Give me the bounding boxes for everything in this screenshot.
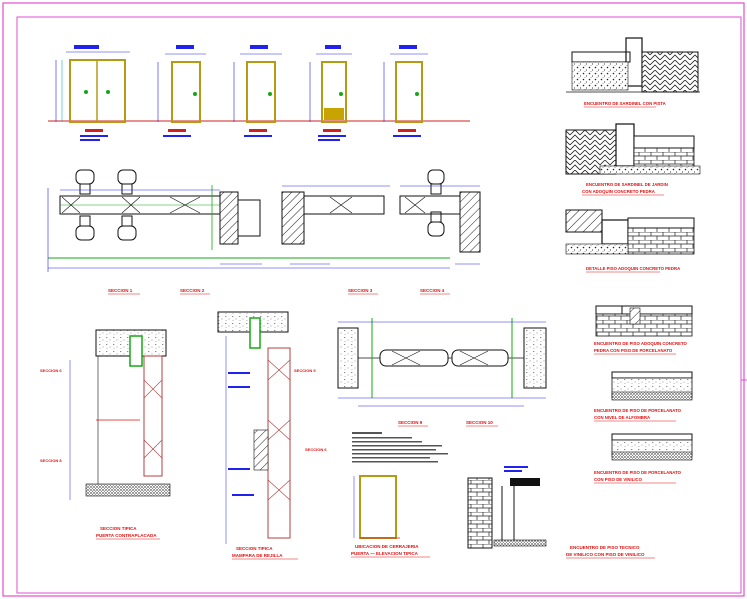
svg-text:ENCUENTRO DE SARDINEL DE JARDI: ENCUENTRO DE SARDINEL DE JARDIN (586, 182, 668, 187)
svg-text:CON ADOQUIN CONCRETO PEDRA: CON ADOQUIN CONCRETO PEDRA (582, 189, 655, 194)
typical-door-title: SECCION TIPICA PUERTA CONTRAPLACADA (96, 526, 160, 540)
door-elevation-1 (55, 45, 130, 123)
svg-text:PEDRA CON PISO DE PORCELANATO: PEDRA CON PISO DE PORCELANATO (594, 348, 673, 353)
svg-text:SECCION TIPICA: SECCION TIPICA (100, 526, 137, 531)
svg-text:DE VINILICO CON PISO DE VINILI: DE VINILICO CON PISO DE VINILICO (566, 552, 645, 557)
svg-text:PUERTA CONTRAPLACADA: PUERTA CONTRAPLACADA (96, 533, 157, 538)
detail-1: ENCUENTRO DE SARDINEL CON PISTA (566, 37, 700, 108)
lock-location-elevation: UBICACION DE CERRAJERIA PUERTA — ELEVACI… (351, 475, 430, 558)
svg-text:CON PISO DE VINILICO: CON PISO DE VINILICO (594, 477, 643, 482)
typical-door-section: SECCION 6 SECCION 8 SECCION TIPICA PUERT… (40, 329, 171, 540)
panel-section-6-label: SECCION 6 (305, 447, 327, 452)
svg-text:SECCION 6: SECCION 6 (305, 447, 327, 452)
typical-panel-title: SECCION TIPICA MAMPARA DE REJILLA (232, 546, 298, 560)
svg-text:SECCION 9: SECCION 9 (398, 420, 423, 425)
lock-location-title: UBICACION DE CERRAJERIA PUERTA — ELEVACI… (351, 544, 430, 558)
plan-sections-row: SECCION 1 SECCION 2 SECCION 3 SECCION 4 (47, 169, 481, 295)
svg-text:SECCION 2: SECCION 2 (180, 288, 205, 293)
svg-text:SECCION 5: SECCION 5 (294, 368, 316, 373)
sections-9-10: SECCION 9 SECCION 10 (337, 318, 547, 427)
section-label-2: SECCION 2 (180, 288, 210, 295)
section-9-label: SECCION 9 (398, 420, 428, 427)
detail-4: ENCUENTRO DE PISO ADOQUIN CONCRETO PEDRA… (594, 305, 693, 355)
door-handle-icons (75, 169, 445, 241)
typical-panel-section: SECCION 5 SECCION 6 SECCION TIPICA MAMPA… (217, 311, 327, 560)
technical-floor-title: ENCUENTRO DE PISO TECNICO DE VINILICO CO… (566, 545, 655, 559)
section-b-label: SECCION 8 (40, 458, 62, 463)
door-elevations (48, 45, 470, 141)
svg-text:SECCION 6: SECCION 6 (40, 368, 62, 373)
panel-section-5-label: SECCION 5 (294, 368, 316, 373)
svg-text:CON NIVEL DE ALFOMBRA: CON NIVEL DE ALFOMBRA (594, 415, 650, 420)
general-notes (352, 432, 448, 463)
section-label-1: SECCION 1 (108, 288, 140, 295)
door-elevation-3 (233, 45, 282, 123)
section-a-label: SECCION 6 (40, 368, 62, 373)
detail-2: ENCUENTRO DE SARDINEL DE JARDIN CON ADOQ… (565, 123, 701, 196)
svg-text:SECCION 4: SECCION 4 (420, 288, 445, 293)
svg-text:ENCUENTRO DE PISO DE PORCELANA: ENCUENTRO DE PISO DE PORCELANATO (594, 470, 682, 475)
sheet-border-inner (16, 16, 742, 594)
svg-text:MAMPARA DE REJILLA: MAMPARA DE REJILLA (232, 553, 283, 558)
door-elevation-2 (157, 45, 206, 123)
section-label-4: SECCION 4 (420, 288, 450, 295)
svg-text:SECCION TIPICA: SECCION TIPICA (236, 546, 273, 551)
svg-text:SECCION 8: SECCION 8 (40, 458, 62, 463)
section-10-label: SECCION 10 (466, 420, 498, 427)
door-elevation-4 (309, 45, 352, 123)
svg-text:UBICACION DE CERRAJERIA: UBICACION DE CERRAJERIA (355, 544, 419, 549)
technical-floor-detail: ENCUENTRO DE PISO TECNICO DE VINILICO CO… (467, 466, 655, 559)
svg-text:SECCION 1: SECCION 1 (108, 288, 133, 293)
svg-text:ENCUENTRO DE PISO DE PORCELANA: ENCUENTRO DE PISO DE PORCELANATO (594, 408, 682, 413)
detail-3: DETALLE PISO ADOQUIN CONCRETO PEDRA (565, 209, 695, 273)
svg-text:PUERTA — ELEVACION TIPICA: PUERTA — ELEVACION TIPICA (351, 551, 419, 556)
svg-text:ENCUENTRO DE PISO TECNICO: ENCUENTRO DE PISO TECNICO (570, 545, 640, 550)
svg-text:ENCUENTRO DE SARDINEL CON PIST: ENCUENTRO DE SARDINEL CON PISTA (584, 101, 666, 106)
svg-text:DETALLE PISO ADOQUIN CONCRETO: DETALLE PISO ADOQUIN CONCRETO PEDRA (586, 266, 680, 271)
section-label-3: SECCION 3 (348, 288, 378, 295)
detail-6: ENCUENTRO DE PISO DE PORCELANATO CON PIS… (594, 433, 693, 484)
svg-text:SECCION 10: SECCION 10 (466, 420, 493, 425)
detail-5: ENCUENTRO DE PISO DE PORCELANATO CON NIV… (594, 371, 693, 422)
svg-text:ENCUENTRO DE PISO ADOQUIN CONC: ENCUENTRO DE PISO ADOQUIN CONCRETO (594, 341, 688, 346)
door-elevation-5 (383, 45, 428, 123)
svg-text:SECCION 3: SECCION 3 (348, 288, 373, 293)
